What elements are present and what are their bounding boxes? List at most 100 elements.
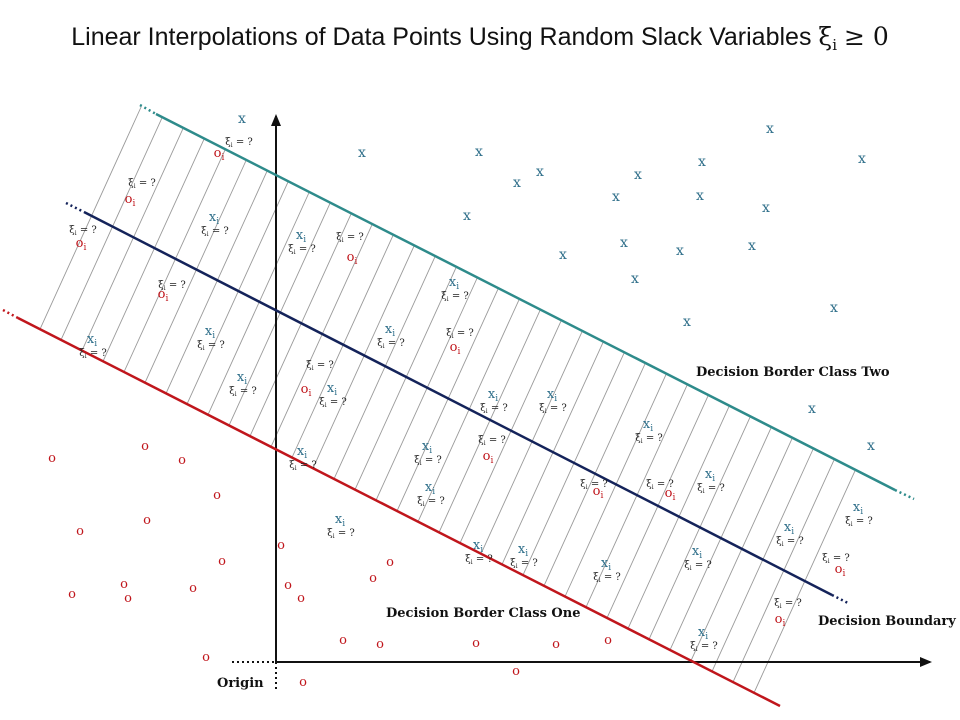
xi-point: xi — [692, 544, 702, 561]
slack-label: ξi = ? — [646, 479, 674, 491]
x-point: x — [858, 151, 866, 167]
o-point: o — [143, 513, 151, 528]
slack-line — [249, 213, 352, 437]
xi-point: xi — [87, 332, 97, 349]
slack-labels: ξi = ? ξi = ? ξi = ? ξi = ? ξi = ? ξi = ? ξi =… — [69, 137, 873, 653]
x-point: x — [748, 238, 756, 254]
o-point: o — [277, 538, 285, 553]
slack-label: ξi = ? — [319, 397, 347, 409]
x-point: x — [808, 401, 816, 417]
slack-line — [291, 234, 394, 458]
oi-point: oi — [835, 562, 846, 579]
boundary-label: Decision Boundary — [818, 614, 956, 629]
slack-line — [102, 138, 205, 362]
class-one-border-label: Decision Border Class One — [386, 606, 580, 621]
oi-point: oi — [214, 146, 225, 163]
o-point: o — [472, 636, 480, 651]
slack-label: ξi = ? — [225, 137, 253, 149]
xi-point: xi — [643, 417, 653, 434]
slack-line — [144, 159, 247, 383]
slack-label: ξi = ? — [377, 338, 405, 350]
o-point: o — [339, 633, 347, 648]
xi-point: xi — [335, 512, 345, 529]
x-point: x — [830, 300, 838, 316]
chart-title: Linear Interpolations of Data Points Usi… — [0, 22, 960, 54]
slack-label: ξi = ? — [201, 226, 229, 238]
slack-label: ξi = ? — [441, 291, 469, 303]
oi-point: oi — [450, 340, 461, 357]
slack-line — [333, 255, 436, 480]
xi-point: xi — [209, 210, 219, 227]
o-point: o — [141, 439, 149, 454]
slack-label: ξi = ? — [510, 558, 538, 570]
slack-label: ξi = ? — [593, 572, 621, 584]
o-point: o — [369, 571, 377, 586]
xi-point: xi — [237, 370, 247, 387]
x-point: x — [634, 167, 642, 183]
o-point: o — [48, 451, 56, 466]
slack-label: ξi = ? — [480, 403, 508, 415]
o-point: o — [189, 581, 197, 596]
x-point: x — [683, 314, 691, 330]
o-point: o — [284, 578, 292, 593]
o-point: o — [218, 554, 226, 569]
slack-label: ξi = ? — [539, 403, 567, 415]
slack-label: ξi = ? — [465, 554, 493, 566]
oi-point: oi — [483, 449, 494, 466]
x-point: x — [762, 200, 770, 216]
o-point: o — [178, 453, 186, 468]
x-point: x — [698, 154, 706, 170]
title-relation: ≥ 0 — [843, 22, 889, 51]
xi-point: xi — [488, 387, 498, 404]
slack-label: ξi = ? — [446, 328, 474, 340]
class-two-border-dotted-start — [139, 103, 157, 116]
class-one-border-line — [17, 316, 781, 708]
slack-line — [165, 170, 268, 394]
o-point: o — [299, 675, 307, 690]
slack-label: ξi = ? — [697, 483, 725, 495]
chart-title-text: Linear Interpolations of Data Points Usi… — [71, 23, 812, 51]
slack-line — [60, 117, 163, 341]
class-two-border-dotted-end — [894, 488, 915, 501]
o-point: o — [376, 637, 384, 652]
slack-label: ξi = ? — [229, 386, 257, 398]
slack-label: ξi = ? — [79, 348, 107, 360]
o-point: o — [552, 637, 560, 652]
oi-point: oi — [775, 612, 786, 629]
o-point: o — [213, 488, 221, 503]
slack-label: ξi = ? — [690, 641, 718, 653]
title-xi-subscript: i — [832, 36, 837, 54]
slack-line — [354, 266, 457, 490]
o-point: o — [202, 650, 210, 665]
x-point: x — [475, 144, 483, 160]
slack-label: ξi = ? — [336, 232, 364, 244]
o-point: o — [68, 587, 76, 602]
xi-point: xi — [449, 275, 459, 292]
xi-point: xi — [547, 387, 557, 404]
o-point: o — [120, 577, 128, 592]
xi-point: xi — [205, 324, 215, 341]
xi-point: xi — [518, 542, 528, 559]
slack-label: ξi = ? — [580, 479, 608, 491]
slack-label: ξi = ? — [128, 178, 156, 190]
xi-point: xi — [705, 467, 715, 484]
title-xi-symbol: ξ — [818, 22, 833, 51]
x-point: x — [612, 189, 620, 205]
slack-label: ξi = ? — [289, 460, 317, 472]
slack-line — [81, 127, 184, 351]
x-point: x — [358, 145, 366, 161]
x-point: x — [463, 208, 471, 224]
slack-label: ξi = ? — [845, 516, 873, 528]
slack-label: ξi = ? — [776, 536, 804, 548]
slack-label: ξi = ? — [417, 496, 445, 508]
slack-label: ξi = ? — [684, 560, 712, 572]
slack-label: ξi = ? — [414, 455, 442, 467]
o-point: o — [386, 555, 394, 570]
slack-label: ξi = ? — [774, 598, 802, 610]
class-two-border-line — [155, 112, 896, 492]
